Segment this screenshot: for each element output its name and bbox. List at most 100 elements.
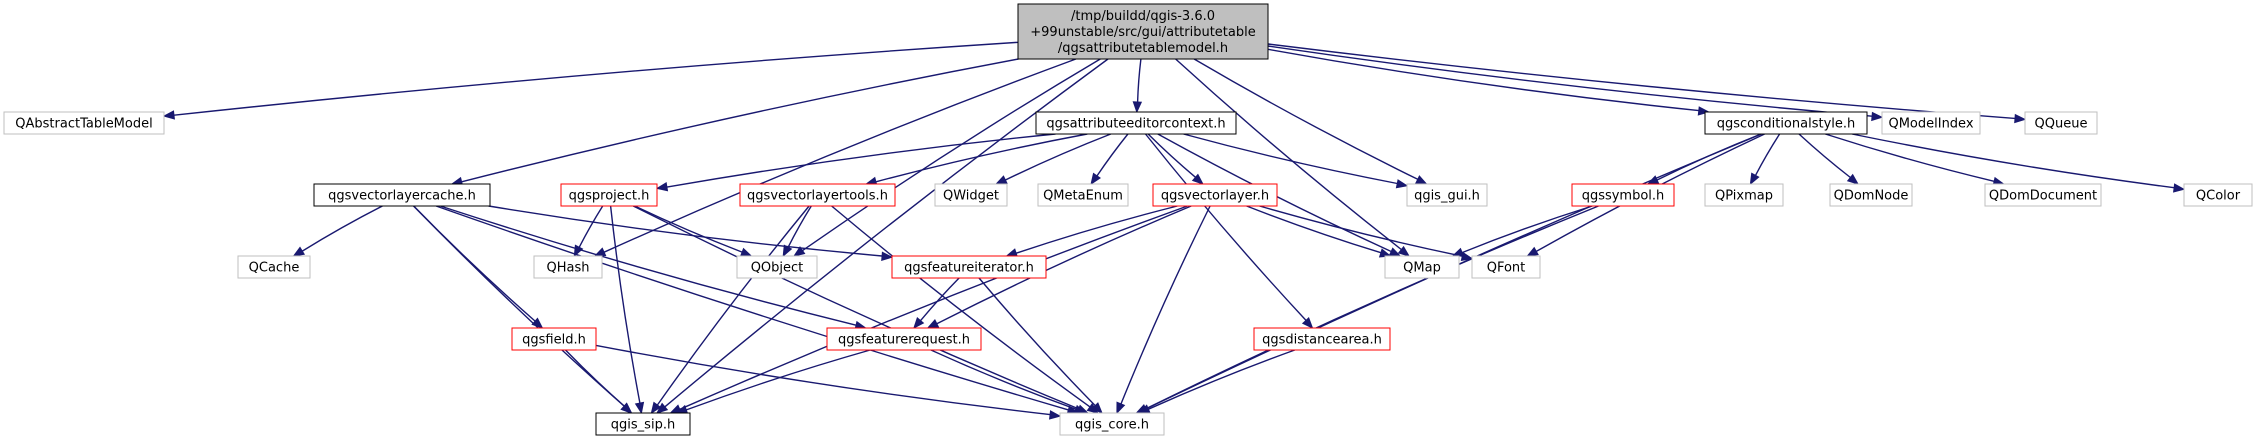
node-qgsfeatureiterator[interactable]: qgsfeatureiterator.h: [891, 255, 1047, 279]
node-box: [1571, 183, 1675, 207]
node-qgsfeaturerequest[interactable]: qgsfeaturerequest.h: [826, 327, 982, 351]
edge-qgsfield-to-qgis_core: [595, 344, 1062, 420]
edge-qgsfeatureiterator-to-qgis_core: [978, 277, 1103, 414]
edge-line: [461, 58, 1019, 183]
edge-qgssymbol-to-qgis_core: [1135, 205, 1599, 414]
edge-line: [831, 205, 1091, 408]
edge-root-to-qqueue: [1267, 43, 2027, 124]
node-box: [1152, 183, 1278, 207]
arrowhead: [1049, 410, 1062, 420]
node-box: [1881, 111, 1981, 135]
node-label: qgsfeaturerequest.h: [838, 333, 970, 348]
edge-line: [920, 277, 960, 322]
node-qdomnode[interactable]: QDomNode: [1829, 183, 1913, 207]
edge-qgsvectorlayercache-to-qcache: [292, 205, 383, 257]
node-qobject[interactable]: QObject: [736, 255, 818, 279]
edge-qgsvectorlayer-to-qfont: [1259, 205, 1474, 262]
arrowhead: [634, 401, 645, 415]
node-box: [595, 412, 691, 436]
node-qqueue[interactable]: QQueue: [2024, 111, 2098, 135]
node-label: /tmp/buildd/qgis-3.6.0: [1071, 9, 1215, 24]
node-box: [891, 255, 1047, 279]
node-box: [2183, 183, 2253, 207]
node-box: [3, 111, 165, 135]
node-label: QObject: [751, 261, 804, 276]
node-qgsvectorlayercache[interactable]: qgsvectorlayercache.h: [313, 183, 491, 207]
node-qcolor[interactable]: QColor: [2183, 183, 2253, 207]
arrowhead: [1301, 317, 1314, 329]
edge-qgsvectorlayer-to-qgis_core: [1116, 205, 1211, 415]
node-qabstracttablemodel[interactable]: QAbstractTableModel: [3, 111, 165, 135]
edge-qgsvectorlayer-to-qmap: [1246, 205, 1392, 258]
node-label: QDomDocument: [1989, 189, 2097, 204]
edge-line: [1175, 58, 1402, 251]
node-qgis_gui[interactable]: qgis_gui.h: [1406, 183, 1488, 207]
arrowhead: [1388, 247, 1402, 257]
arrowhead: [1451, 247, 1465, 257]
edge-qgsfeaturerequest-to-qgis_core: [930, 349, 1087, 414]
edge-qgsattributeeditorcontext-to-qgis_gui: [1183, 133, 1409, 189]
arrowhead: [994, 175, 1008, 185]
edge-line: [173, 41, 1019, 116]
node-qgsvectorlayertools[interactable]: qgsvectorlayertools.h: [739, 183, 896, 207]
node-label: qgsconditionalstyle.h: [1717, 117, 1856, 132]
node-qgsproject[interactable]: qgsproject.h: [560, 183, 658, 207]
node-qmap[interactable]: QMap: [1384, 255, 1460, 279]
node-qgsfield[interactable]: qgsfield.h: [511, 327, 597, 351]
node-qfont[interactable]: QFont: [1471, 255, 1541, 279]
edge-root-to-qgsattributeeditorcontext: [1132, 58, 1143, 114]
node-qgsdistancearea[interactable]: qgsdistancearea.h: [1253, 327, 1391, 351]
node-qhash[interactable]: QHash: [533, 255, 603, 279]
edge-line: [978, 277, 1096, 407]
arrowhead: [1397, 245, 1411, 257]
node-label: /qgsattributetablemodel.h: [1058, 41, 1228, 56]
edge-line: [1096, 133, 1129, 177]
arrowhead: [650, 401, 662, 415]
edge-line: [686, 349, 871, 411]
node-qgis_core[interactable]: qgis_core.h: [1059, 412, 1165, 436]
edge-qgsfeaturerequest-to-qgis_sip: [675, 349, 871, 414]
edge-qgsfeatureiterator-to-qgsfeaturerequest: [913, 277, 960, 330]
node-qgsvectorlayer[interactable]: qgsvectorlayer.h: [1152, 183, 1278, 207]
arrowhead: [1090, 172, 1101, 186]
edge-line: [679, 205, 1188, 410]
node-box: [533, 255, 603, 279]
node-qpixmap[interactable]: QPixmap: [1704, 183, 1784, 207]
node-label: qgsfeatureiterator.h: [904, 261, 1034, 276]
edge-line: [632, 205, 1079, 410]
node-box: [1017, 3, 1269, 60]
arrowhead: [292, 246, 306, 257]
edge-line: [578, 205, 604, 248]
node-label: qgsproject.h: [569, 189, 650, 204]
edge-root-to-qhash: [593, 58, 1077, 257]
node-qmetaenum[interactable]: QMetaEnum: [1037, 183, 1129, 207]
node-box: [1704, 183, 1784, 207]
arrowhead: [782, 244, 793, 258]
node-box: [2024, 111, 2098, 135]
edge-line: [634, 205, 743, 253]
node-box: [1037, 183, 1129, 207]
arrowhead: [1091, 402, 1103, 414]
arrowhead: [655, 181, 669, 192]
node-qwidget[interactable]: QWidget: [934, 183, 1008, 207]
edge-line: [1267, 43, 2016, 120]
node-label: QFont: [1487, 261, 1526, 276]
edge-line: [1148, 349, 1296, 410]
node-box: [560, 183, 658, 207]
node-qdomdocument[interactable]: QDomDocument: [1984, 183, 2102, 207]
node-qmodelindex[interactable]: QModelIndex: [1881, 111, 1981, 135]
edge-line: [1267, 48, 1699, 112]
node-qgssymbol[interactable]: qgssymbol.h: [1571, 183, 1675, 207]
edge-line: [1246, 205, 1382, 254]
node-label: QQueue: [2035, 117, 2088, 132]
edge-qgsattributeeditorcontext-to-qgsproject: [655, 133, 1056, 192]
node-label: qgsdistancearea.h: [1262, 333, 1382, 348]
node-root: /tmp/buildd/qgis-3.6.0+99unstable/src/gu…: [1017, 3, 1269, 60]
arrowhead: [2173, 183, 2186, 193]
node-qgsconditionalstyle[interactable]: qgsconditionalstyle.h: [1704, 111, 1868, 135]
node-qcache[interactable]: QCache: [237, 255, 311, 279]
edge-qgsattributeeditorcontext-to-qmetaenum: [1090, 133, 1129, 186]
node-qgsattributeeditorcontext[interactable]: qgsattributeeditorcontext.h: [1035, 111, 1237, 135]
edge-line: [609, 205, 641, 404]
node-qgis_sip[interactable]: qgis_sip.h: [595, 412, 691, 436]
